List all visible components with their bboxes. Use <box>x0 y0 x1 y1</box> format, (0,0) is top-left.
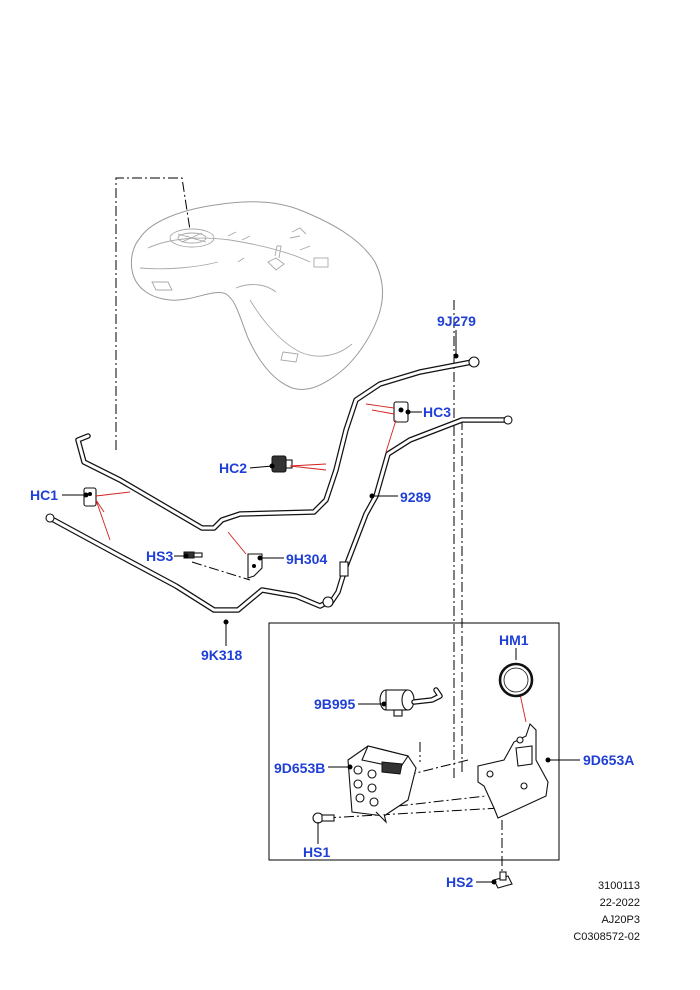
reference-line-2: 22-2022 <box>599 897 640 909</box>
hs1-bolt <box>312 812 335 824</box>
callout-9j279[interactable]: 9J279 <box>437 313 476 329</box>
callout-hc2[interactable]: HC2 <box>219 460 247 476</box>
callout-9b995[interactable]: 9B995 <box>314 696 355 712</box>
reference-lines <box>115 177 503 876</box>
callout-9289[interactable]: 9289 <box>400 489 431 505</box>
reference-block: 3100113 22-2022 AJ20P3 C0308572-02 <box>520 878 640 946</box>
callout-hs2[interactable]: HS2 <box>446 874 473 890</box>
fuel-tank <box>130 201 383 390</box>
hm1-seal-ring <box>498 662 534 698</box>
callout-hc1[interactable]: HC1 <box>30 487 58 503</box>
reference-line-1: 3100113 <box>597 880 640 892</box>
callout-9k318[interactable]: 9K318 <box>201 647 242 663</box>
callout-labels: 9J279 HC3 HC2 HC1 9289 HS3 9H304 9K318 H… <box>30 313 634 890</box>
callout-9d653a[interactable]: 9D653A <box>583 752 634 768</box>
fuel-pipes <box>45 356 513 613</box>
hc3-clip <box>393 401 409 423</box>
red-leaders <box>95 403 527 723</box>
hc1-clip <box>83 487 97 507</box>
reference-line-4: C0308572-02 <box>573 931 640 943</box>
callout-hs1[interactable]: HS1 <box>303 844 330 860</box>
callout-hc3[interactable]: HC3 <box>423 404 451 420</box>
9d653b-mounting-bracket <box>347 745 417 824</box>
reference-line-3: AJ20P3 <box>601 914 640 926</box>
callout-9d653b[interactable]: 9D653B <box>274 760 325 776</box>
9d653a-support-bracket <box>477 722 549 819</box>
9b995-fuel-filter <box>379 687 443 717</box>
clips <box>83 401 409 579</box>
hs2-bolt <box>493 871 513 889</box>
hc2-clip <box>271 455 293 473</box>
callout-hs3[interactable]: HS3 <box>146 548 173 564</box>
callout-9h304[interactable]: 9H304 <box>286 551 327 567</box>
callout-hm1[interactable]: HM1 <box>499 632 529 648</box>
detail-inset-box <box>268 622 560 861</box>
callout-leaders <box>62 330 580 885</box>
